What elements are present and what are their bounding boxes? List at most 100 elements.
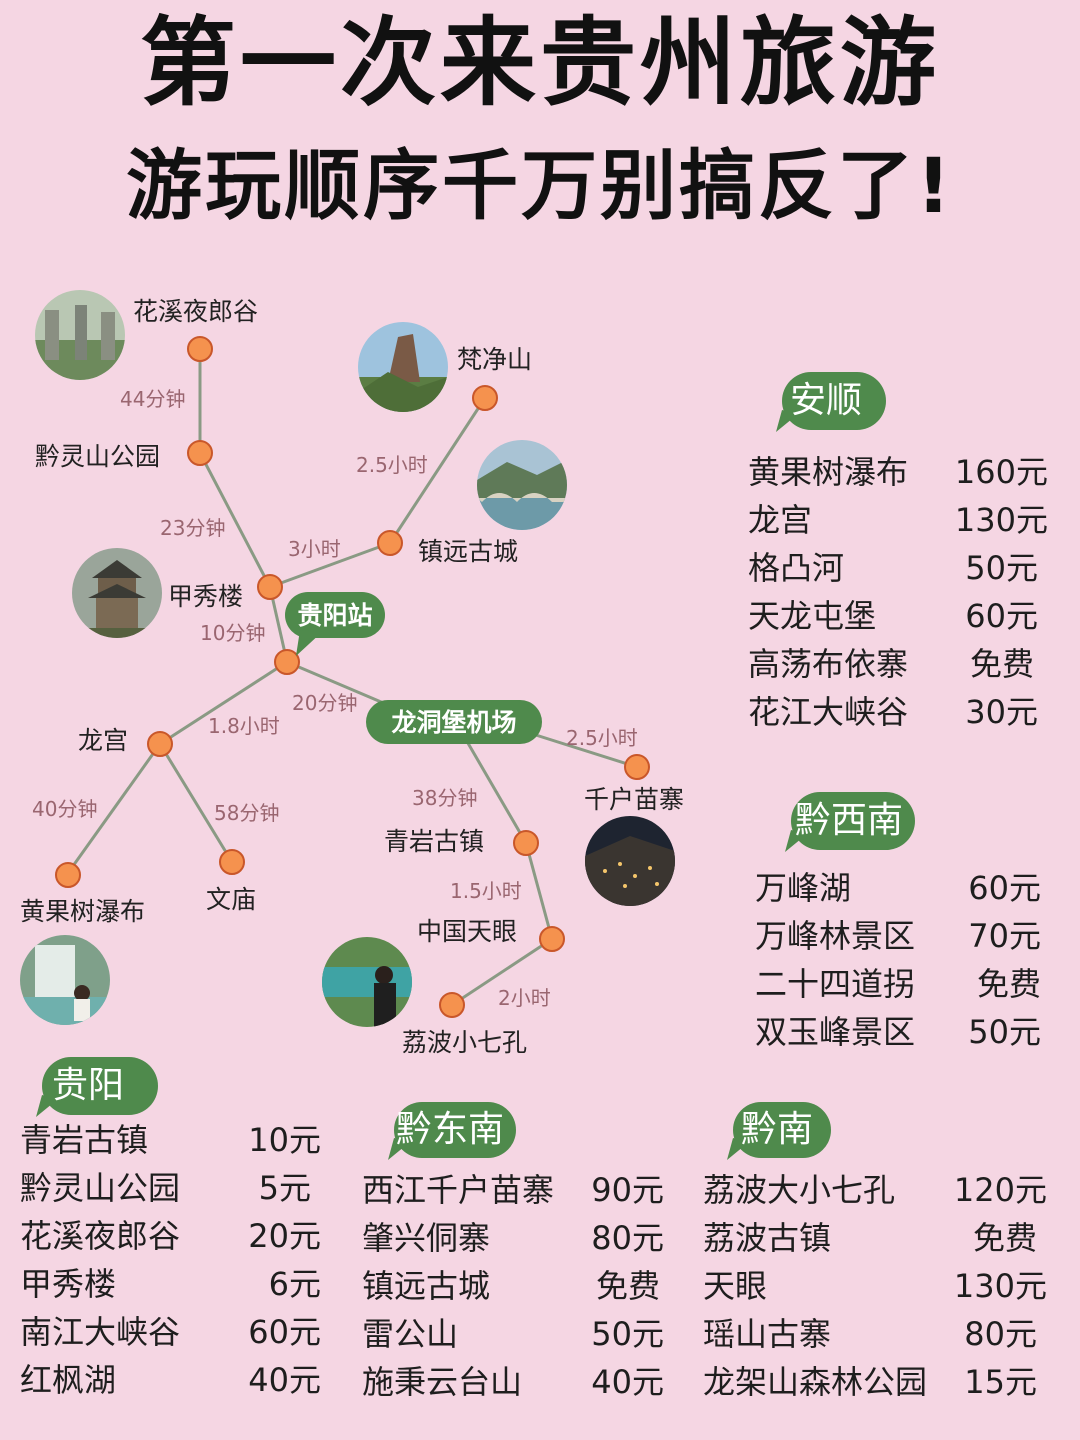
karst-valley-photo-icon (35, 290, 125, 380)
label-tianyan: 中国天眼 (417, 917, 517, 946)
edge-airport-qianhu (519, 728, 638, 769)
attraction-name: 瑶山古寨 (703, 1315, 832, 1353)
attraction-name: 龙架山森林公园 (703, 1363, 928, 1401)
edge-zhenyuan-fanjing (388, 397, 487, 544)
duration-qingyan-tianyan: 1.5小时 (450, 879, 522, 903)
attraction-price: 80元 (964, 1315, 1037, 1353)
edge-airport-qingyan (463, 737, 528, 844)
attraction-name: 施秉云台山 (362, 1363, 523, 1401)
label-qianling: 黔灵山公园 (35, 442, 160, 471)
edge-qingyan-tianyan (524, 842, 554, 940)
attraction-name: 花溪夜郎谷 (20, 1217, 181, 1255)
attraction-price: 160元 (954, 453, 1048, 491)
duration-huaxi-qianling: 44分钟 (120, 387, 185, 411)
attraction-name: 青岩古镇 (20, 1121, 149, 1159)
edge-station-longgong (159, 660, 288, 746)
attraction-price: 120元 (953, 1171, 1047, 1209)
attraction-price: 免费 (595, 1267, 660, 1305)
attraction-name: 天眼 (703, 1267, 768, 1305)
attraction-name: 双玉峰景区 (755, 1013, 916, 1051)
label-wenmiao: 文庙 (206, 885, 256, 914)
attraction-price: 70元 (968, 917, 1041, 955)
attraction-price: 60元 (968, 869, 1041, 907)
region-name: 黔东南 (396, 1109, 505, 1150)
attraction-name: 万峰湖 (755, 869, 852, 907)
mountain-photo-icon (358, 322, 448, 412)
attraction-name: 黄果树瀑布 (748, 453, 909, 491)
attraction-name: 镇远古城 (362, 1267, 491, 1305)
attraction-name: 南江大峡谷 (20, 1313, 181, 1351)
attraction-price: 90元 (591, 1171, 664, 1209)
attraction-price: 免费 (969, 645, 1034, 683)
duration-tianyan-libo: 2小时 (498, 986, 551, 1010)
node-qianling (187, 440, 213, 466)
duration-longgong-wenmiao: 58分钟 (214, 801, 279, 825)
page-title: 第一次来贵州旅游 (140, 7, 940, 119)
edge-tianyan-libo (451, 937, 553, 1007)
region-tag (36, 1057, 158, 1117)
label-qingyan: 青岩古镇 (384, 827, 484, 856)
hub-airport-tag: 龙洞堡机场 (366, 700, 542, 744)
node-zhenyuan (377, 530, 403, 556)
node-fanjing (472, 385, 498, 411)
duration-longgong-huangguoshu: 40分钟 (32, 797, 97, 821)
attraction-price: 40元 (591, 1363, 664, 1401)
duration-jiaxiu-zhenyuan: 3小时 (288, 537, 341, 561)
attraction-price: 40元 (248, 1361, 321, 1399)
node-tianyan (539, 926, 565, 952)
label-jiaxiu: 甲秀楼 (168, 582, 243, 611)
region-name: 安顺 (790, 380, 863, 421)
attraction-name: 雷公山 (362, 1315, 459, 1353)
attraction-price: 60元 (965, 597, 1038, 635)
hub-station-label: 贵阳站 (297, 601, 372, 630)
attraction-price: 免费 (976, 965, 1041, 1003)
attraction-name: 荔波古镇 (703, 1219, 832, 1257)
attraction-price: 130元 (954, 501, 1048, 539)
node-huaxi (187, 336, 213, 362)
node-qianhu (624, 754, 650, 780)
attraction-name: 二十四道拐 (755, 965, 916, 1003)
label-huaxi: 花溪夜郎谷 (133, 297, 258, 326)
region-name: 黔南 (741, 1109, 814, 1150)
attraction-name: 肇兴侗寨 (362, 1219, 491, 1257)
label-longgong: 龙宫 (78, 726, 128, 755)
edge-longgong-huangguoshu (66, 743, 162, 874)
region-tag (727, 1102, 831, 1160)
route-map: 贵阳站 龙洞堡机场 花溪夜郎谷 黔灵山公园 甲秀楼 梵净山 镇远古城 龙宫 黄果… (20, 297, 684, 1057)
hub-station-tag: 贵阳站 (285, 592, 385, 656)
region-qiannan: 黔南 荔波大小七孔 120元 荔波古镇 免费 天眼 130元 瑶山古寨 80元 … (703, 1100, 1053, 1420)
attraction-price: 15元 (964, 1363, 1037, 1401)
node-station (274, 649, 300, 675)
waterfall-photo-icon (20, 935, 110, 1025)
attraction-price: 50元 (591, 1315, 664, 1353)
edge-qianling-jiaxiu (198, 452, 272, 588)
region-qianxinan: 黔西南 万峰湖 60元 万峰林景区 70元 二十四道拐 免费 双玉峰景区 50元 (755, 790, 1055, 1060)
duration-zhenyuan-fanjing: 2.5小时 (356, 453, 428, 477)
attraction-name: 天龙屯堡 (748, 597, 877, 635)
node-huangguoshu (55, 862, 81, 888)
node-qingyan (513, 830, 539, 856)
attraction-name: 甲秀楼 (20, 1265, 117, 1303)
duration-qianling-jiaxiu: 23分钟 (160, 516, 225, 540)
attraction-name: 红枫湖 (20, 1361, 117, 1399)
region-tag (785, 792, 915, 852)
duration-station-longgong: 1.8小时 (208, 714, 280, 738)
duration-airport-qingyan: 38分钟 (412, 786, 477, 810)
attraction-name: 花江大峡谷 (748, 693, 909, 731)
label-fanjing: 梵净山 (457, 345, 532, 374)
pavilion-photo-icon (72, 548, 162, 638)
label-libo: 荔波小七孔 (402, 1028, 527, 1057)
attraction-name: 西江千户苗寨 (362, 1171, 555, 1209)
attraction-price: 50元 (968, 1013, 1041, 1051)
attraction-price: 60元 (248, 1313, 321, 1351)
node-longgong (147, 731, 173, 757)
attraction-price: 10元 (248, 1121, 321, 1159)
duration-jiaxiu-station: 10分钟 (200, 621, 265, 645)
attraction-name: 龙宫 (748, 501, 813, 539)
region-tag (388, 1102, 516, 1160)
label-huangguoshu: 黄果树瀑布 (20, 897, 145, 926)
attraction-price: 130元 (953, 1267, 1047, 1305)
attraction-price: 免费 (972, 1219, 1037, 1257)
attraction-name: 格凸河 (748, 549, 845, 587)
